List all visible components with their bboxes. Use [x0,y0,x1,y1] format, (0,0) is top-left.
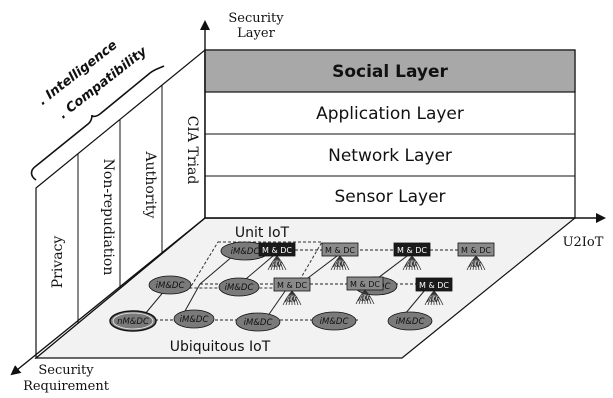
mdc-node: M & DC [273,277,311,306]
node-im-5: iM&DC [173,309,215,329]
mdc-node: M & DC [321,242,359,271]
axis-label-requirement: Requirement [23,379,110,394]
svg-text:iM&DC: iM&DC [231,247,260,257]
mdc-node: M & DC [346,276,384,305]
node-im-2: iM&DC [148,275,192,295]
svg-text:iM&DC: iM&DC [225,283,254,293]
sensor-layer-label: Sensor Layer [334,187,445,207]
mdc-box [321,242,359,257]
application-layer-label: Application Layer [316,104,464,124]
mdc-roots [466,255,486,271]
mdc-node: M & DC [393,242,431,271]
mdc-node: M & DC [457,242,495,271]
curly-brace [30,65,165,181]
svg-text:iM&DC: iM&DC [180,315,209,325]
mdc-box [346,276,384,291]
node-im-6: iM&DC [235,312,281,332]
mdc-nodes: M & DC M & DC M & DC M & DC M & DC M & DC M & … [258,242,495,306]
node-im-7: iM&DC [311,311,357,331]
mdc-label: M & DC [350,280,380,289]
svg-text:iM&DC: iM&DC [396,317,425,327]
requirement-cia-triad: CIA Triad [184,116,200,185]
mdc-node: M & DC [415,277,453,306]
unit-iot-label: Unit IoT [235,225,290,241]
svg-text:iM&DC: iM&DC [156,281,185,291]
ubiquitous-iot-label: Ubiquitous IoT [170,339,271,355]
node-nm: nM&DC [109,310,157,332]
svg-text:iM&DC: iM&DC [320,317,349,327]
social-layer-band [204,49,576,93]
mdc-roots [330,255,350,271]
axis-label-layer: Layer [237,26,275,41]
mdc-node: M & DC [258,242,296,271]
mdc-label: M & DC [325,246,355,255]
mdc-label: M & DC [419,281,449,290]
node-im-8: iM&DC [387,311,433,331]
mdc-box [273,277,311,292]
mdc-label: M & DC [397,246,427,255]
mdc-label: M & DC [277,281,307,290]
mdc-box [258,242,296,257]
svg-text:iM&DC: iM&DC [244,318,273,328]
requirement-authority: Authority [142,151,158,219]
mdc-roots [402,255,422,271]
requirement-non-repudiation: Non-repudiation [100,159,116,276]
axis-label-security-req: Security [38,363,94,378]
svg-text:nM&DC: nM&DC [117,317,149,327]
mdc-roots [424,290,444,306]
axis-label-u2iot: U2IoT [563,235,604,250]
mdc-label: M & DC [262,246,292,255]
security-requirement-axis [10,217,206,376]
requirement-privacy: Privacy [50,236,66,289]
mdc-roots [267,255,287,271]
mdc-roots [282,290,302,306]
node-im-3: iM&DC [218,277,260,297]
network-layer-label: Network Layer [328,146,452,166]
mdc-box [457,242,495,257]
mdc-label: M & DC [461,246,491,255]
mdc-roots [355,289,375,305]
mdc-box [393,242,431,257]
axis-label-security: Security [228,11,284,26]
social-layer-label: Social Layer [332,62,448,82]
mdc-box [415,277,453,292]
